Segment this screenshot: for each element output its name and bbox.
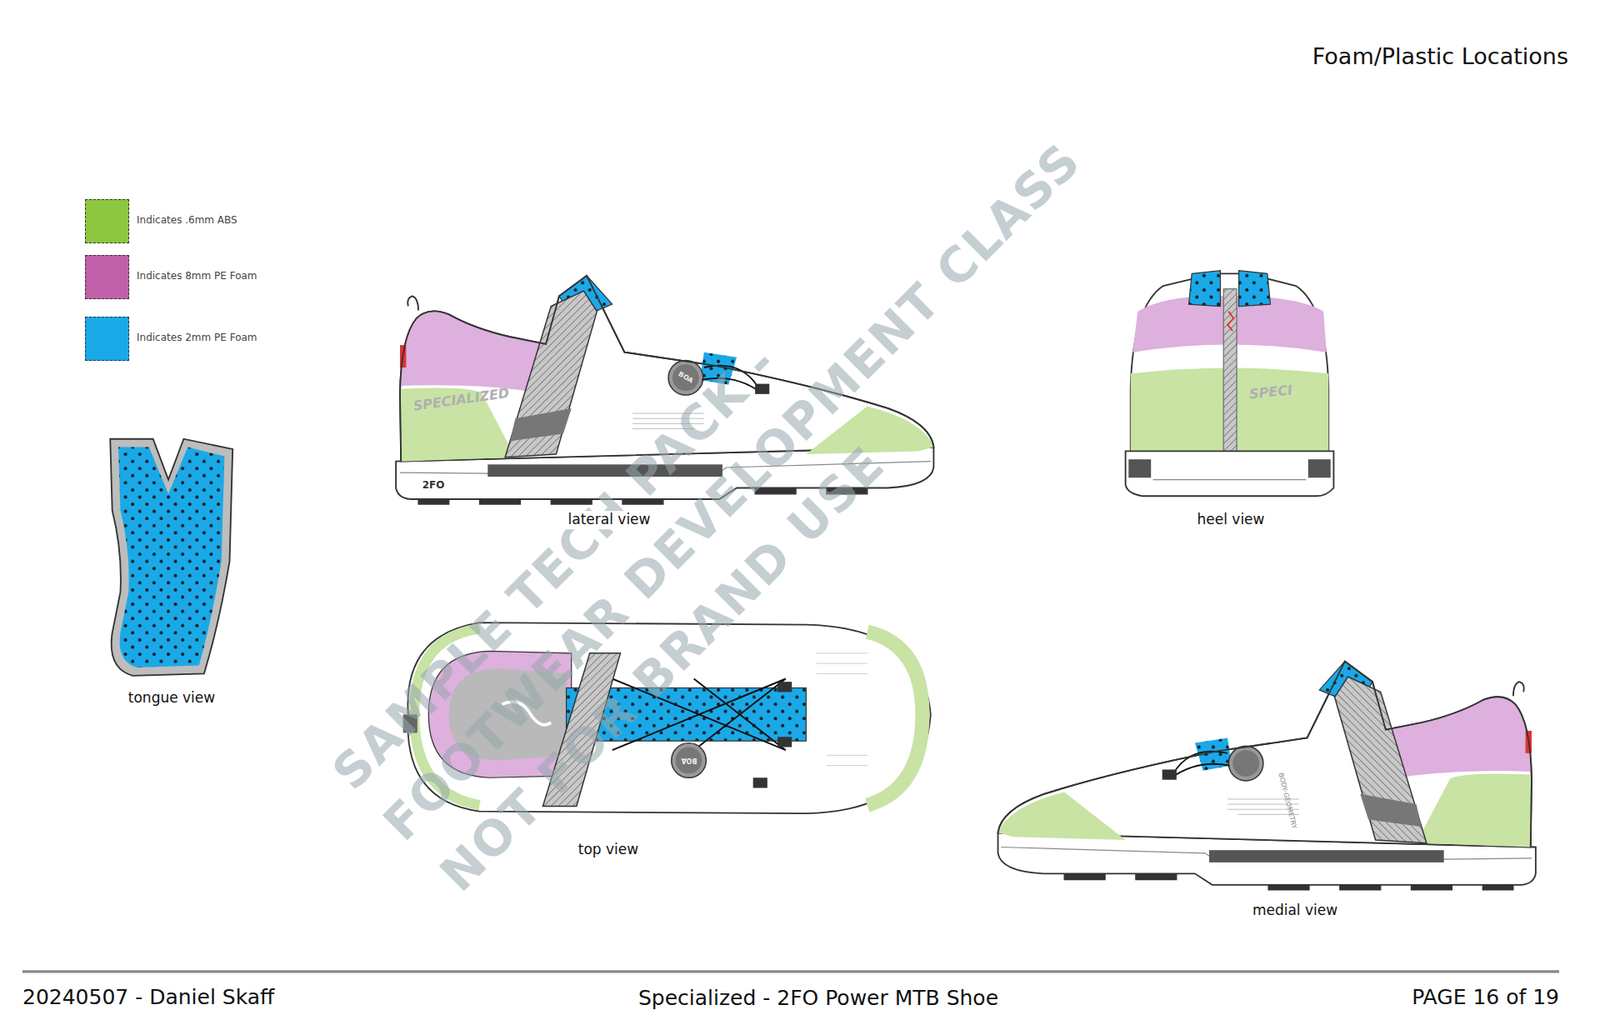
illustration-rect (753, 777, 768, 788)
illustration-path (110, 439, 233, 676)
footer-product: Specialized - 2FO Power MTB Shoe (638, 986, 999, 1011)
view-label: top view (575, 840, 642, 860)
illustration-path (1125, 450, 1335, 496)
illustration-path (1189, 270, 1221, 307)
illustration-circle (675, 747, 703, 775)
page-title: Foam/Plastic Locations (1312, 43, 1569, 70)
view-label: tongue view (125, 689, 219, 708)
view-label: lateral view (565, 510, 655, 530)
legend-text: Indicates .6mm ABS (136, 215, 238, 227)
illustration-path (1227, 311, 1234, 331)
footer-page: PAGE 16 of 19 (1411, 985, 1560, 1010)
illustration-path (867, 631, 923, 805)
illustration-use (998, 661, 1536, 890)
illustration-path (1239, 270, 1271, 307)
illustration-path (1153, 479, 1307, 480)
legend-swatch (85, 316, 130, 361)
legend-swatch (85, 255, 130, 300)
illustration-rect (777, 681, 792, 692)
legend-swatch (85, 199, 130, 244)
illustration-rect (1223, 289, 1237, 468)
illustration-g (110, 439, 233, 676)
illustration-rect (1308, 459, 1331, 478)
illustration-path (816, 653, 868, 766)
legend-text: Indicates 8mm PE Foam (136, 270, 258, 283)
view-label: medial view (1249, 901, 1341, 920)
illustration-line (22, 970, 1560, 973)
illustration-circle (671, 743, 707, 779)
illustration-g (1125, 270, 1335, 497)
view-label: heel view (1194, 510, 1269, 530)
model-mark: 2FO (422, 480, 445, 492)
dial-mark: BOA (681, 755, 698, 764)
legend-text: Indicates 2mm PE Foam (136, 332, 258, 345)
illustration-rect (1128, 459, 1151, 478)
illustration-path (118, 447, 225, 668)
footer-date-author: 20240507 - Daniel Skaff (22, 985, 275, 1010)
illustration-rect (777, 736, 792, 747)
